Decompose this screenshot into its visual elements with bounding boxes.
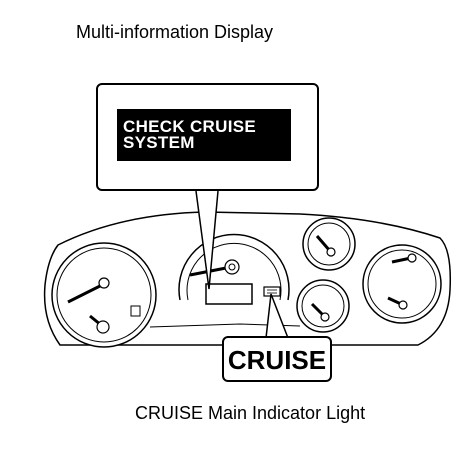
center-gauge <box>178 233 290 305</box>
cruise-main-indicator-light-label: CRUISE Main Indicator Light <box>135 403 366 423</box>
display-message-line2: SYSTEM <box>123 133 195 152</box>
display-leader <box>195 190 219 290</box>
right-gauge <box>362 244 442 324</box>
multi-information-display-label: Multi-information Display <box>76 22 274 42</box>
cluster-housing <box>43 211 452 346</box>
display-message-screen: CHECK CRUISE SYSTEM <box>117 109 291 161</box>
display-callout-box: CHECK CRUISE SYSTEM <box>96 83 319 191</box>
cruise-leader <box>265 293 289 339</box>
cruise-indicator-text: CRUISE <box>227 345 327 375</box>
small-gauge-lower <box>296 279 350 333</box>
multi-info-display-screen <box>205 283 253 305</box>
display-message-line1: CHECK CRUISE <box>123 117 257 136</box>
cruise-indicator-callout-box: CRUISE <box>222 336 332 382</box>
left-gauge <box>51 242 157 348</box>
small-gauge-upper <box>302 217 356 271</box>
